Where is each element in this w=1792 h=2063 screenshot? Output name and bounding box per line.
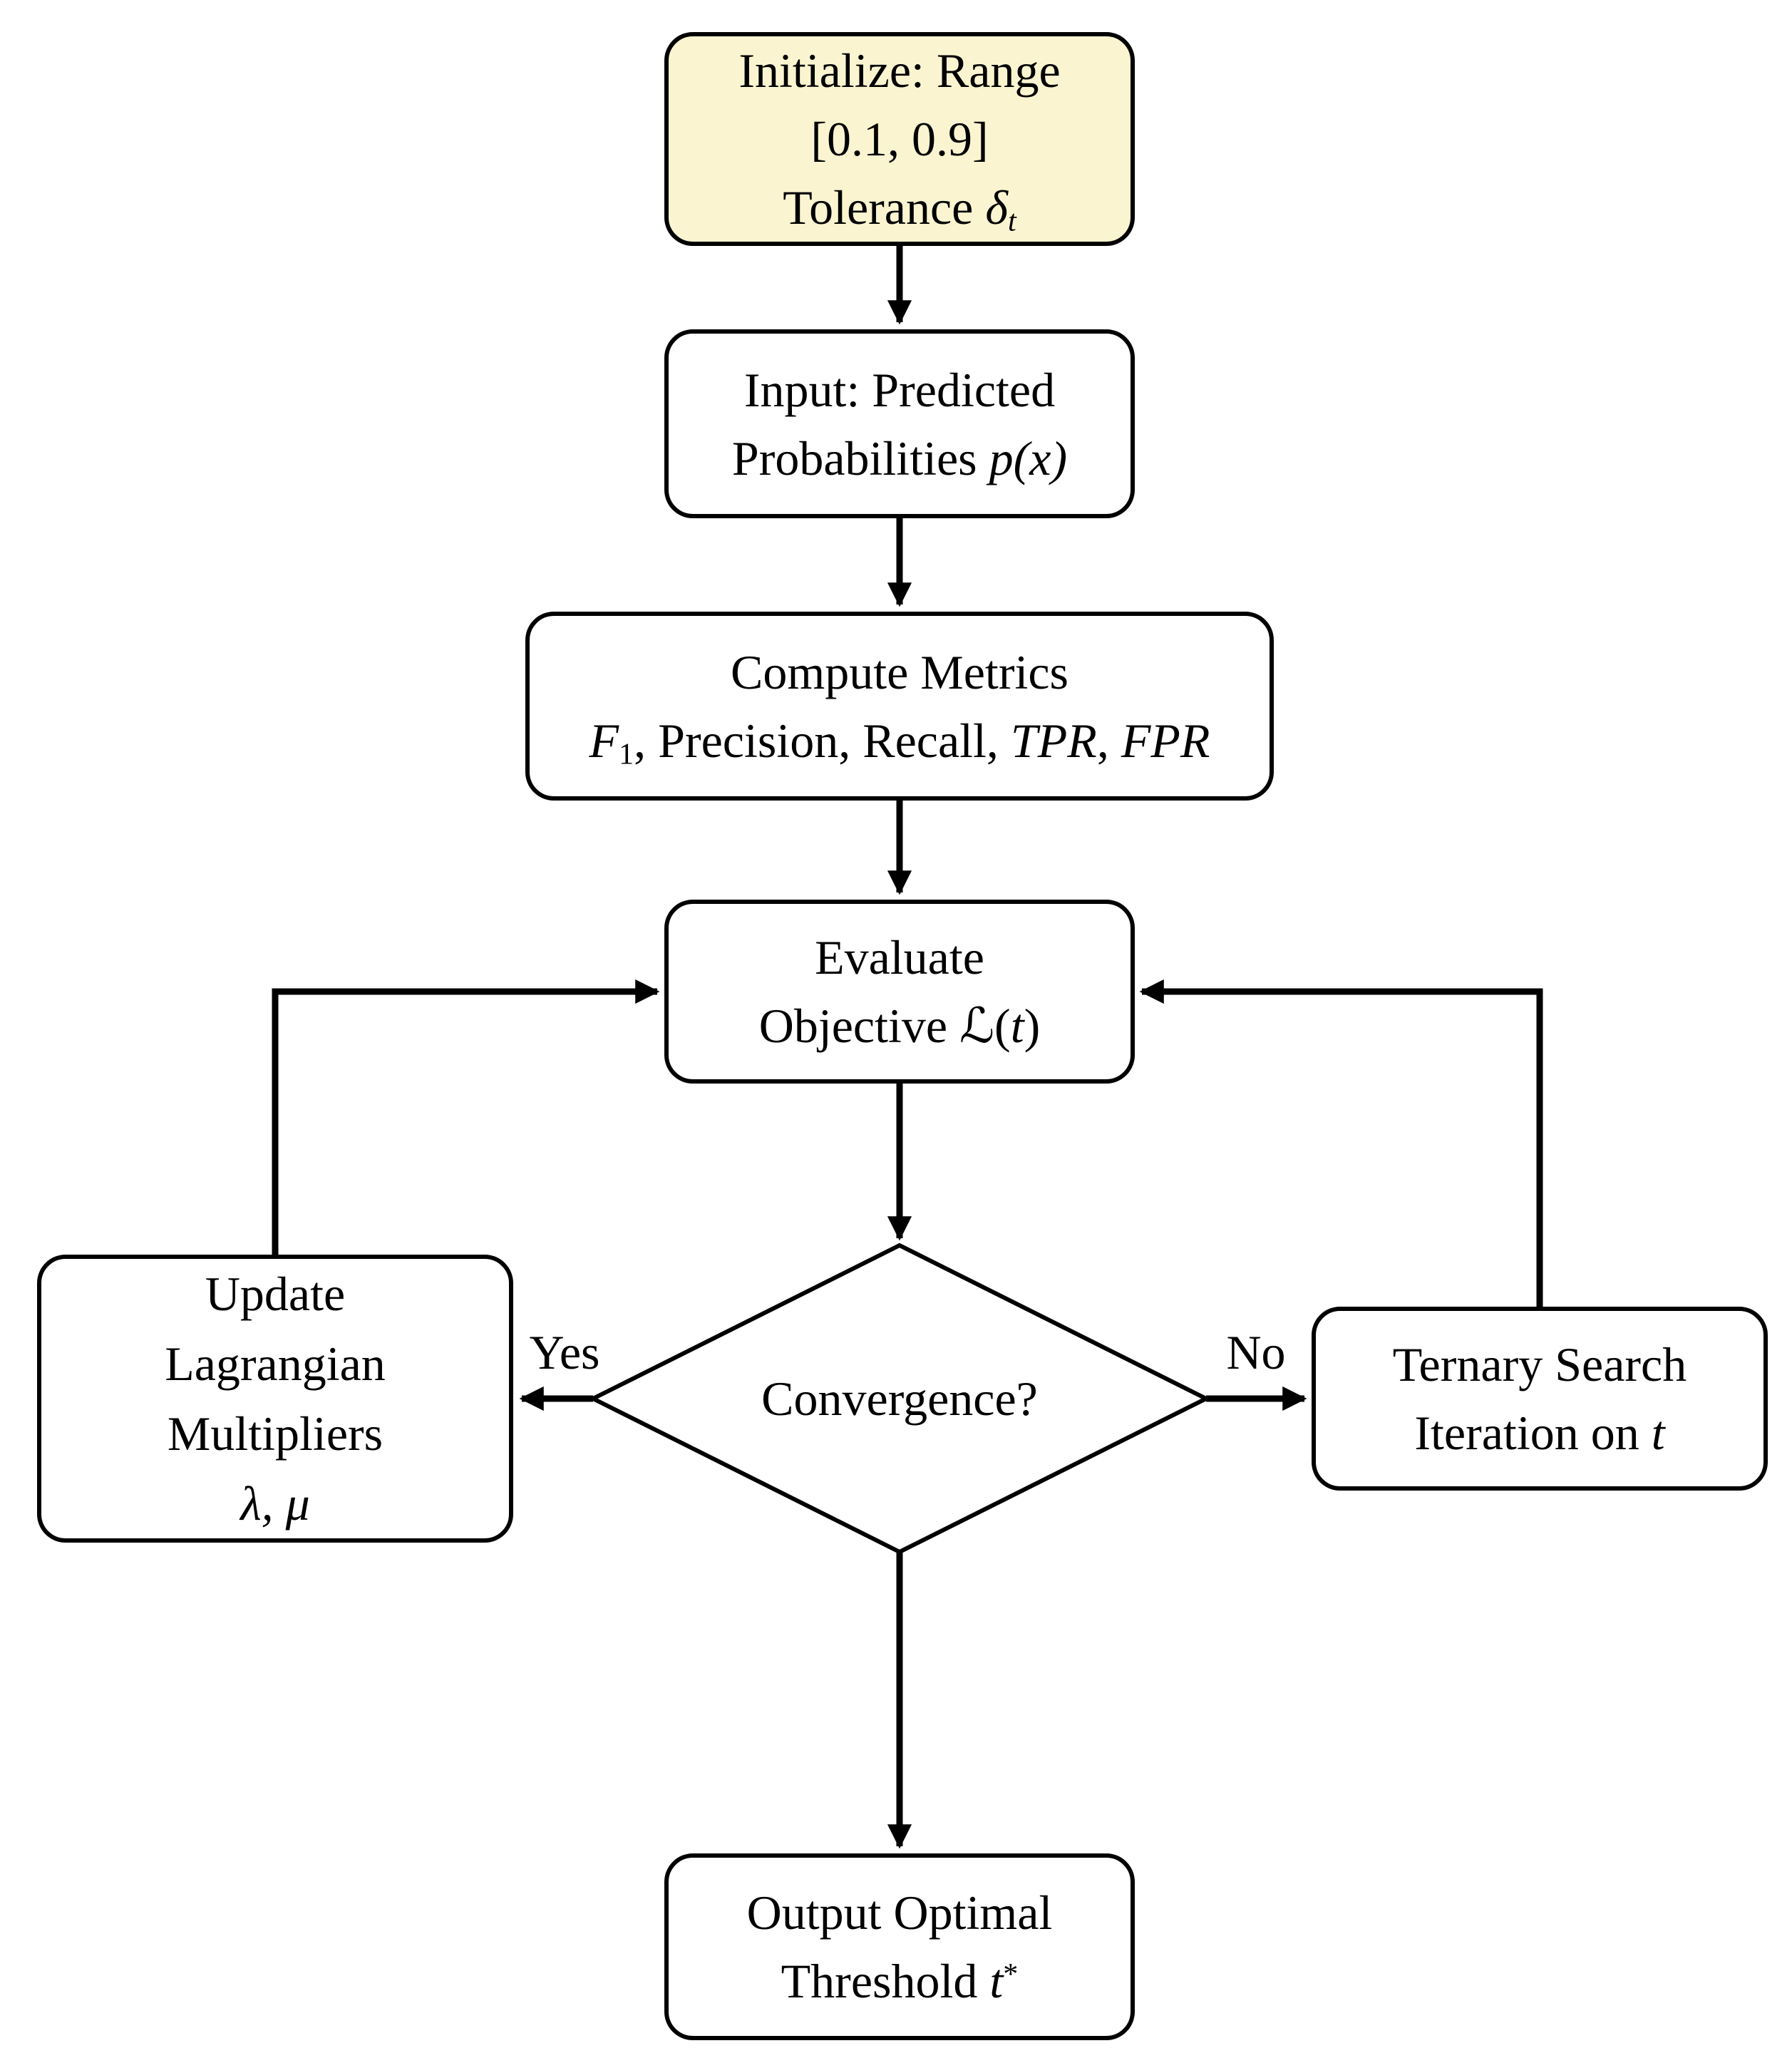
output-line1: Output Optimal — [746, 1885, 1053, 1940]
loop-update-to-evaluate — [272, 979, 660, 1255]
evaluate-line1: Evaluate — [815, 930, 984, 984]
update-line3: Multipliers — [167, 1406, 383, 1461]
update-line1: Update — [205, 1267, 346, 1321]
initialize-line3: Tolerance δt — [783, 180, 1016, 238]
loop-ternary-to-evaluate — [1139, 979, 1543, 1307]
output-threshold-node: Output Optimal Threshold t* — [664, 1853, 1135, 2040]
update-multipliers-node: Update Lagrangian Multipliers λ, μ — [37, 1255, 513, 1543]
evaluate-objective-node: Evaluate Objective ℒ(t) — [664, 900, 1135, 1084]
update-line4: λ, μ — [240, 1468, 310, 1538]
compute-metrics-node: Compute Metrics F1, Precision, Recall, T… — [525, 612, 1274, 801]
no-branch-label: No — [1226, 1325, 1286, 1379]
input-node: Input: Predicted Probabilities p(x) — [664, 329, 1135, 518]
initialize-line2: [0.1, 0.9] — [810, 112, 989, 166]
initialize-line1: Initialize: Range — [738, 43, 1061, 98]
fpr-math: FPR — [1121, 713, 1210, 768]
p-of-x-math: p(x) — [989, 431, 1068, 485]
script-l-symbol: ℒ — [959, 999, 995, 1053]
input-line2: Probabilities p(x) — [731, 431, 1068, 485]
ternary-line2: Iteration on t — [1414, 1406, 1665, 1460]
delta-symbol: δ — [985, 180, 1008, 235]
ternary-line1: Ternary Search — [1392, 1337, 1687, 1391]
initialize-node: Initialize: Range [0.1, 0.9] Tolerance δ… — [664, 32, 1135, 246]
tpr-math: TPR — [1010, 713, 1097, 768]
input-line1: Input: Predicted — [743, 362, 1056, 417]
convergence-decision-label: Convergence? — [761, 1372, 1038, 1426]
update-line2: Lagrangian — [165, 1337, 386, 1391]
compute-line2: F1, Precision, Recall, TPR, FPR — [589, 713, 1210, 771]
evaluate-line2: Objective ℒ(t) — [758, 999, 1041, 1053]
compute-line1: Compute Metrics — [730, 644, 1069, 699]
yes-branch-label: Yes — [529, 1325, 600, 1379]
output-line2: Threshold t* — [781, 1954, 1019, 2008]
lambda-mu-math: λ, μ — [240, 1476, 310, 1530]
ternary-search-node: Ternary Search Iteration on t — [1312, 1307, 1768, 1491]
